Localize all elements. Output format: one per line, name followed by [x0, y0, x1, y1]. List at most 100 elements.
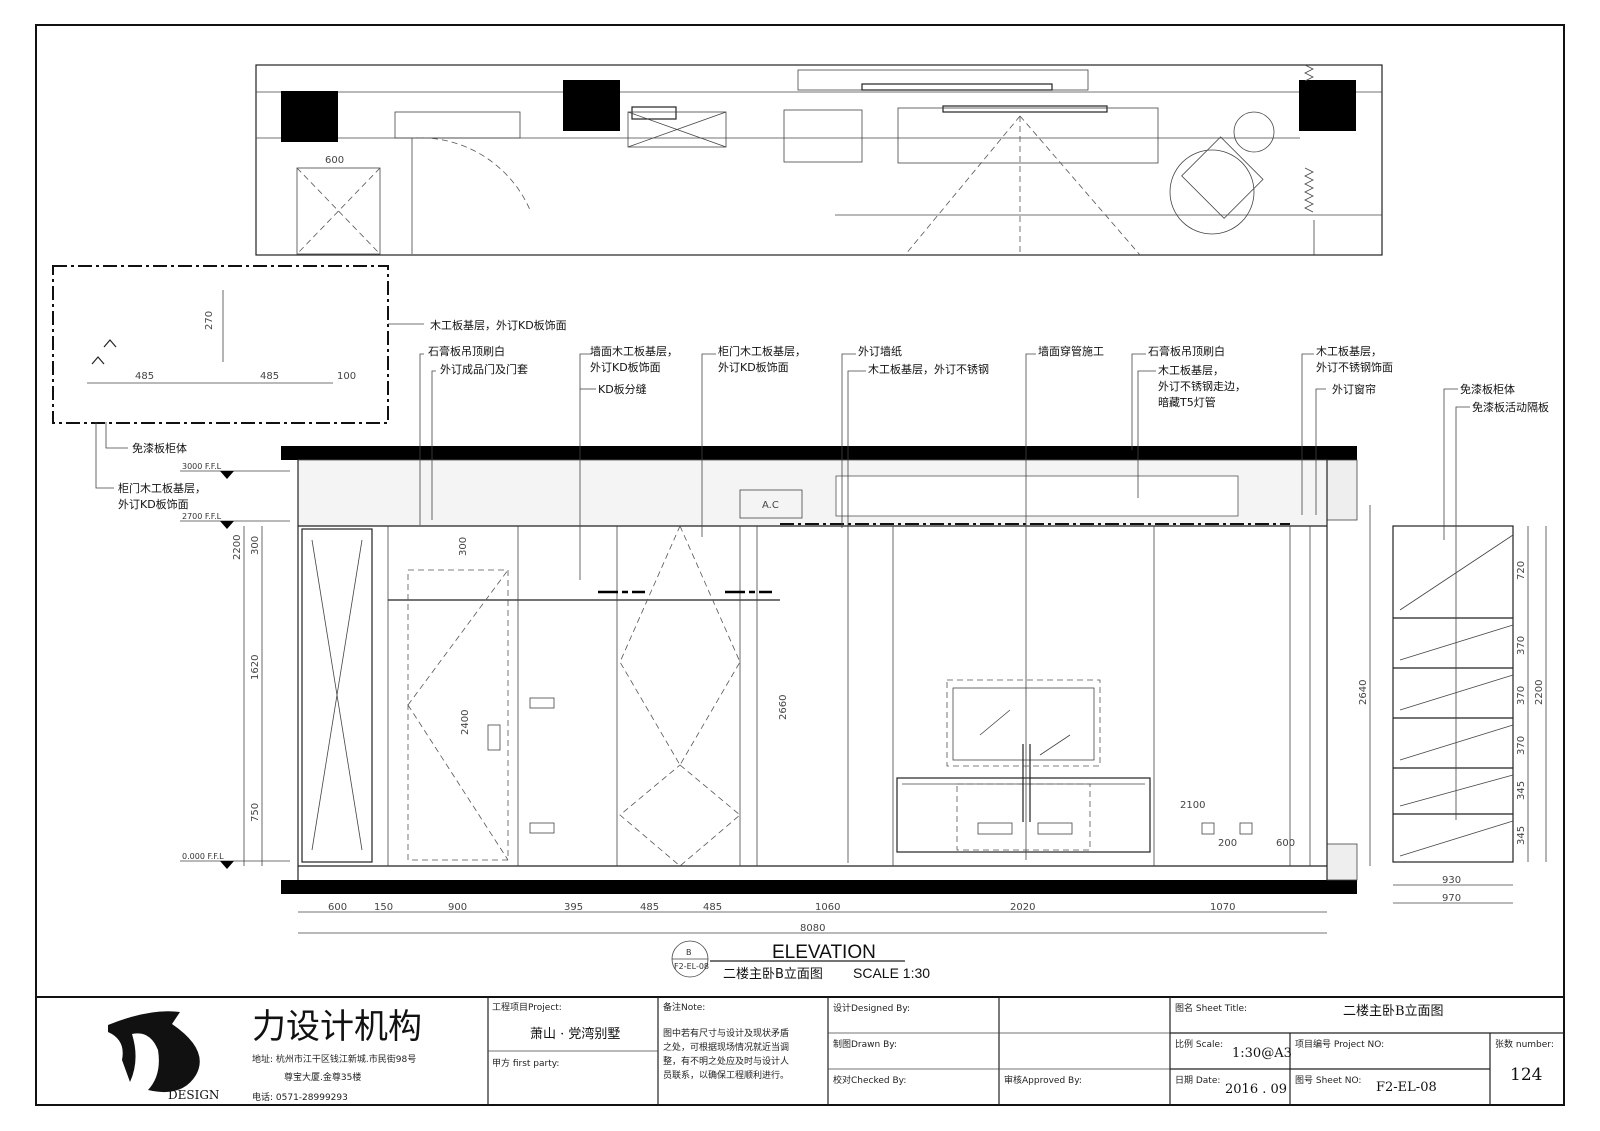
annotations: 木工板基层，外订KD板饰面 石膏板吊顶刷白 外订成品门及门套 墙面木工板基层， …	[428, 318, 1549, 414]
level-3000: 3000 F.F.L	[182, 462, 222, 471]
dim-600: 600	[1276, 838, 1295, 849]
date-label: 日期 Date:	[1175, 1075, 1220, 1086]
ceiling-slab	[281, 446, 1357, 460]
dim-200: 200	[1218, 838, 1237, 849]
scale-label: 比例 Scale:	[1175, 1038, 1223, 1050]
ac-label: A.C	[762, 500, 779, 511]
plan-column-right	[1299, 80, 1356, 131]
firm-address-1: 地址: 杭州市江干区钱江新城.市民街98号	[252, 1053, 416, 1065]
dim-right-2200: 2200	[1534, 680, 1545, 705]
dim-300: 300	[458, 537, 469, 556]
plan-column-left	[281, 91, 338, 142]
note-15: 免漆板活动隔板	[1472, 400, 1549, 414]
dim-shelf-930: 930	[1442, 875, 1461, 886]
dim-b-2020: 2020	[1010, 902, 1035, 913]
note-13: 外订窗帘	[1332, 382, 1376, 396]
caption-marker-top: B	[686, 948, 692, 957]
note-cabinet-door-2: 外订KD板饰面	[118, 497, 189, 511]
plan-dim-600: 600	[325, 155, 344, 166]
plan-column-mid	[563, 80, 620, 131]
note-6: 柜门木工板基层，	[718, 344, 806, 358]
level-2700: 2700 F.F.L	[182, 512, 222, 521]
drawing-caption: B F2-EL-08 ELEVATION 二楼主卧B立面图 SCALE 1:30	[671, 940, 930, 982]
right-dimensions: 2640 2200 720 370 370 370 345 345 930 97…	[1180, 505, 1547, 904]
caption-subtitle: 二楼主卧B立面图	[723, 967, 823, 982]
annotation-leaders	[419, 353, 1470, 863]
note-line-2: 之处，可根据现场情况就近当调	[663, 1041, 789, 1053]
dim-b-1060: 1060	[815, 902, 840, 913]
checked-label: 校对Checked By:	[833, 1074, 906, 1086]
level-0: 0.000 F.F.L	[182, 852, 224, 861]
title-block: DESIGN 力设计机构 地址: 杭州市江干区钱江新城.市民街98号 尊宝大厦.…	[36, 996, 1564, 1105]
left-dimensions: 2200 300 1620 750 2400 300 2660	[232, 526, 789, 866]
note-5: KD板分缝	[598, 382, 647, 396]
floor-slab	[281, 880, 1357, 894]
wardrobe-left	[301, 528, 373, 863]
dim-left-2200: 2200	[232, 535, 243, 560]
dim-left-1620: 1620	[250, 655, 261, 680]
note-cabinet-left: 免漆板柜体	[132, 441, 187, 455]
dim-b-1070: 1070	[1210, 902, 1235, 913]
door-panel	[407, 569, 509, 861]
dim-b-485a: 485	[640, 902, 659, 913]
dim-2100: 2100	[1180, 800, 1205, 811]
note-1: 木工板基层，外订KD板饰面	[430, 318, 567, 332]
note-7: 外订墙纸	[858, 344, 902, 358]
note-line-1: 图中若有尺寸与设计及现状矛盾	[663, 1027, 789, 1039]
dim-b-485b: 485	[703, 902, 722, 913]
caption-elevation: ELEVATION	[772, 942, 876, 963]
dim-shelf-970: 970	[1442, 893, 1461, 904]
level-markers: 3000 F.F.L 2700 F.F.L 0.000 F.F.L	[180, 462, 290, 869]
note-11c: 暗藏T5灯管	[1158, 395, 1216, 409]
sheets-value: 124	[1510, 1065, 1542, 1085]
approved-label: 审核Approved By:	[1004, 1074, 1082, 1086]
inset-dim-3: 100	[337, 371, 356, 382]
dim-shelf-370c: 370	[1516, 736, 1527, 755]
note-label: 备注Note:	[663, 1001, 705, 1013]
note-12b: 外订不锈钢饰面	[1316, 360, 1393, 374]
firm-phone: 电话: 0571-28999293	[252, 1091, 348, 1103]
caption-marker-bottom: F2-EL-08	[674, 962, 709, 971]
inset-dim-1: 485	[135, 371, 154, 382]
dim-b-600: 600	[328, 902, 347, 913]
dim-2400: 2400	[460, 710, 471, 735]
project-value: 萧山 · 党湾别墅	[530, 1026, 620, 1042]
date-value: 2016 . 09	[1225, 1082, 1287, 1097]
dim-b-395: 395	[564, 902, 583, 913]
dim-shelf-370a: 370	[1516, 636, 1527, 655]
note-3: 外订成品门及门套	[440, 362, 528, 376]
plan-view: 600	[255, 64, 1383, 256]
dim-2660: 2660	[778, 695, 789, 720]
firm-name: 力设计机构	[252, 1007, 422, 1047]
dim-b-total: 8080	[800, 923, 825, 934]
detail-inset: 485 485 100 270 免漆板柜体 柜门木工板基层， 外订KD板饰面	[52, 265, 424, 511]
firm-address-2: 尊宝大厦.金尊35楼	[284, 1071, 361, 1083]
note-4b: 外订KD板饰面	[590, 360, 661, 374]
note-8: 木工板基层，外订不锈钢	[868, 362, 989, 376]
dim-left-300: 300	[250, 536, 261, 555]
dim-shelf-345a: 345	[1516, 781, 1527, 800]
firm-logo: DESIGN	[108, 1011, 219, 1102]
note-6b: 外订KD板饰面	[718, 360, 789, 374]
note-cabinet-door-1: 柜门木工板基层，	[118, 481, 206, 495]
dim-left-750: 750	[250, 803, 261, 822]
shelf-cabinet	[1392, 525, 1514, 863]
bottom-dimensions: 600 150 900 395 485 485 1060 2020 1070 8…	[298, 902, 1327, 934]
logo-text: DESIGN	[168, 1088, 219, 1102]
dim-shelf-345b: 345	[1516, 826, 1527, 845]
note-12: 木工板基层，	[1316, 344, 1382, 358]
sheets-label: 张数 number:	[1495, 1038, 1554, 1050]
sheet-title-label: 图名 Sheet Title:	[1175, 1002, 1247, 1014]
sheet-border	[35, 24, 1565, 1106]
dim-b-900: 900	[448, 902, 467, 913]
note-line-3: 整，有不明之处应及时与设计人	[663, 1055, 789, 1067]
elevation-view: A.C	[281, 446, 1514, 894]
note-line-4: 员联系，以确保工程顺利进行。	[663, 1069, 789, 1081]
sheet-no-label: 图号 Sheet NO:	[1295, 1075, 1361, 1086]
note-11: 木工板基层，	[1158, 363, 1224, 377]
note-4: 墙面木工板基层，	[590, 344, 678, 358]
inset-dim-2: 485	[260, 371, 279, 382]
dim-shelf-370b: 370	[1516, 686, 1527, 705]
designed-label: 设计Designed By:	[833, 1002, 910, 1014]
